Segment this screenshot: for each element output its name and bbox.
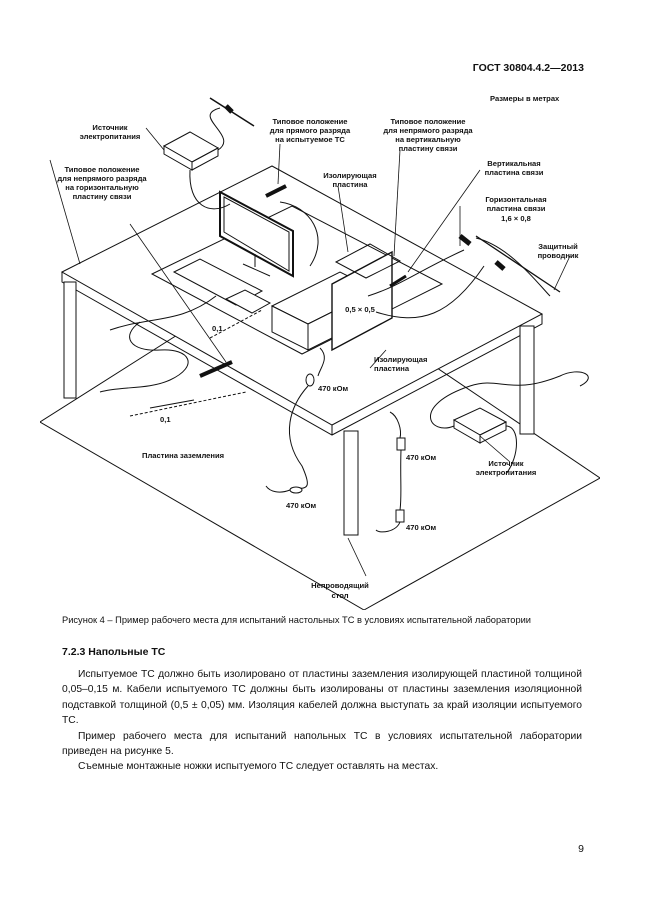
insulating-plate: [334, 243, 402, 279]
figure-caption: Рисунок 4 – Пример рабочего места для ис…: [62, 615, 531, 625]
insulating-plate-mid-label-1: Изолирующая: [374, 355, 427, 364]
typical-direct-label-1: Типовое положение: [272, 117, 347, 126]
page-number: 9: [578, 843, 584, 855]
dim-top: 0,1: [212, 324, 223, 333]
insulating-plate-mid-label-2: пластина: [374, 364, 410, 373]
typical-indirect-vertical-label-4: пластину связи: [399, 144, 458, 153]
resistor-label-3: 470 кОм: [286, 501, 316, 510]
paragraph-1: Испытуемое ТС должно быть изолировано от…: [62, 669, 582, 727]
insulating-plate-top-label-1: Изолирующая: [323, 171, 376, 180]
resistor-label-2: 470 кОм: [406, 453, 436, 462]
nonconductive-table-label-2: стол: [331, 591, 348, 600]
section-title: 7.2.3 Напольные ТС: [62, 646, 166, 658]
vertical-coupling-label-2: пластина связи: [485, 168, 544, 177]
typical-indirect-vertical-label-1: Типовое положение: [390, 117, 465, 126]
typical-indirect-vertical-label-2: для непрямого разряда: [383, 126, 473, 135]
typical-indirect-horizontal-label-2: для непрямого разряда: [57, 174, 147, 183]
insulating-plate-top-label-2: пластина: [332, 180, 368, 189]
typical-indirect-horizontal-label-3: на горизонтальную: [65, 183, 139, 192]
typical-indirect-vertical-label-3: на вертикальную: [395, 135, 461, 144]
ground-plane-label: Пластина заземления: [142, 451, 224, 460]
table-leg-right: [519, 325, 535, 435]
resistor-label-4: 470 кОм: [406, 523, 436, 532]
power-source-top-label-2: электропитания: [80, 132, 141, 141]
protective-conductor-label-2: проводник: [538, 251, 579, 260]
paragraph-3: Съемные монтажные ножки испытуемого ТС с…: [78, 761, 439, 773]
vertical-coupling-label-1: Вертикальная: [487, 159, 540, 168]
table-leg-front-left: [63, 281, 77, 399]
paragraph-2: Пример рабочего места для испытаний напо…: [62, 730, 582, 758]
power-source-right-label-2: электропитания: [476, 468, 537, 477]
nonconductive-table-label-1: Непроводящий: [311, 581, 369, 590]
dimensions-note: Размеры в метрах: [490, 94, 560, 103]
protective-conductor-label-1: Защитный: [538, 242, 578, 251]
typical-indirect-horizontal-label-4: пластину связи: [73, 192, 132, 201]
dim-bottom: 0,1: [160, 415, 171, 424]
horizontal-coupling-label-1: Горизонтальная: [485, 195, 546, 204]
monitor: [219, 190, 294, 278]
typical-indirect-horizontal-label-1: Типовое положение: [64, 165, 139, 174]
typical-direct-label-3: на испытуемое ТС: [275, 135, 345, 144]
horizontal-coupling-label-2: пластина связи: [487, 204, 546, 213]
resistor-label-1: 470 кОм: [318, 384, 348, 393]
vertical-coupling-plane: [331, 250, 393, 352]
power-source-top-label-1: Источник: [92, 123, 127, 132]
power-source-right-label-1: Источник: [488, 459, 523, 468]
typical-direct-label-2: для прямого разряда: [270, 126, 351, 135]
standard-header: ГОСТ 30804.4.2—2013: [472, 62, 584, 74]
table-leg-front: [343, 430, 359, 536]
section-body: Испытуемое ТС должно быть изолировано от…: [62, 667, 582, 775]
vcp-size: 0,5 × 0,5: [345, 305, 376, 314]
horizontal-coupling-size: 1,6 × 0,8: [501, 214, 531, 223]
